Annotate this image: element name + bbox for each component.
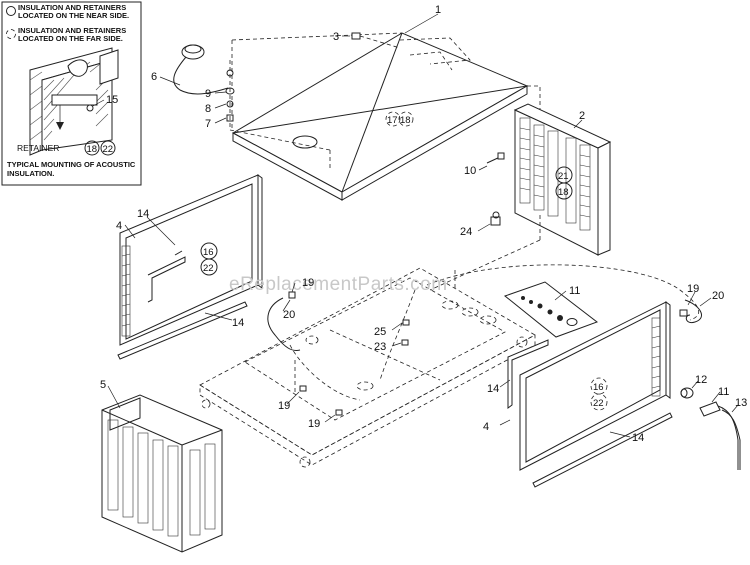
insulation-inset-drawing [29,47,119,156]
knob-12-part [680,387,694,399]
legend-far-line2: LOCATED ON THE FAR SIDE. [18,34,123,43]
callout-6: 6 [151,71,157,83]
callout-10: 10 [464,165,476,177]
callout-4-right: 4 [483,421,489,433]
corner-grille-box-part [101,394,223,553]
legend-far-line1: INSULATION AND RETAINERS [18,26,126,35]
callout-23: 23 [374,341,386,353]
far-side-legend-icon [6,29,16,39]
callout-14-d: 14 [632,432,644,444]
callout-19-a: 19 [302,277,314,289]
near-side-legend-icon [6,6,16,16]
callout-14-a: 14 [137,208,149,220]
callout-19-c: 19 [308,418,320,430]
retainer-label: RETAINER [17,143,59,153]
callout-5: 5 [100,379,106,391]
callout-9: 9 [205,88,211,100]
screw-25-part [402,319,410,326]
left-front-panel-part [117,174,263,360]
callout-14-b: 14 [232,317,244,329]
callout-11-probe: 11 [718,386,729,398]
top-ref-18: 18 [400,115,411,126]
callout-4-left: 4 [116,220,122,232]
legend-near-line2: LOCATED ON THE NEAR SIDE. [18,11,129,20]
callout-19-d: 19 [687,283,699,295]
sensor-6-part [173,44,229,95]
right-front-panel-part [507,301,673,488]
right-panel-ref-16: 16 [593,382,604,393]
callout-2: 2 [579,110,585,122]
callout-7: 7 [205,118,211,130]
callout-numbers: 1 2 3 4 4 5 6 7 8 9 10 11 11 12 13 14 14… [100,4,747,444]
left-panel-ref-22: 22 [203,263,214,274]
legend-near-line1: INSULATION AND RETAINERS [18,3,126,12]
cable-20-left [267,297,301,351]
callout-3: 3 [333,31,339,43]
base-pan-part [199,267,536,468]
callout-19-b: 19 [278,400,290,412]
left-panel-ref-16: 16 [203,247,214,258]
screw-3-part [351,32,401,49]
callout-20-b: 20 [712,290,724,302]
right-side-ref-18: 18 [558,187,569,198]
callout-25: 25 [374,326,386,338]
probe-11-13-part [699,401,741,470]
screw-23-part [401,339,409,346]
callout-12: 12 [695,374,707,386]
right-side-panel-part [513,103,612,256]
screw-10-part [486,152,505,164]
watermark-text: eReplacementParts.com [229,274,448,295]
callout-15: 15 [106,94,118,106]
callout-20-a: 20 [283,309,295,321]
typical-mounting-line1: TYPICAL MOUNTING OF ACOUSTIC [7,160,136,169]
typical-mounting-line2: INSULATION. [7,169,54,178]
hardware-stack-part [225,60,331,170]
control-strip-11-part [503,281,599,338]
retainer-ref-b: 22 [103,144,114,155]
callout-1: 1 [435,4,441,16]
callout-11-strip: 11 [569,285,580,297]
callout-14-c: 14 [487,383,499,395]
right-panel-ref-22: 22 [593,398,604,409]
right-side-ref-21: 21 [558,171,569,182]
bracket-24-part [490,211,501,226]
callout-24: 24 [460,226,472,238]
top-ref-17: 17 [387,115,398,126]
legend-box: INSULATION AND RETAINERS LOCATED ON THE … [1,1,142,186]
callout-8: 8 [205,103,211,115]
retainer-ref-a: 18 [87,144,98,155]
leader-lines [107,13,739,438]
callout-13: 13 [735,397,747,409]
top-cover-part [231,32,529,201]
